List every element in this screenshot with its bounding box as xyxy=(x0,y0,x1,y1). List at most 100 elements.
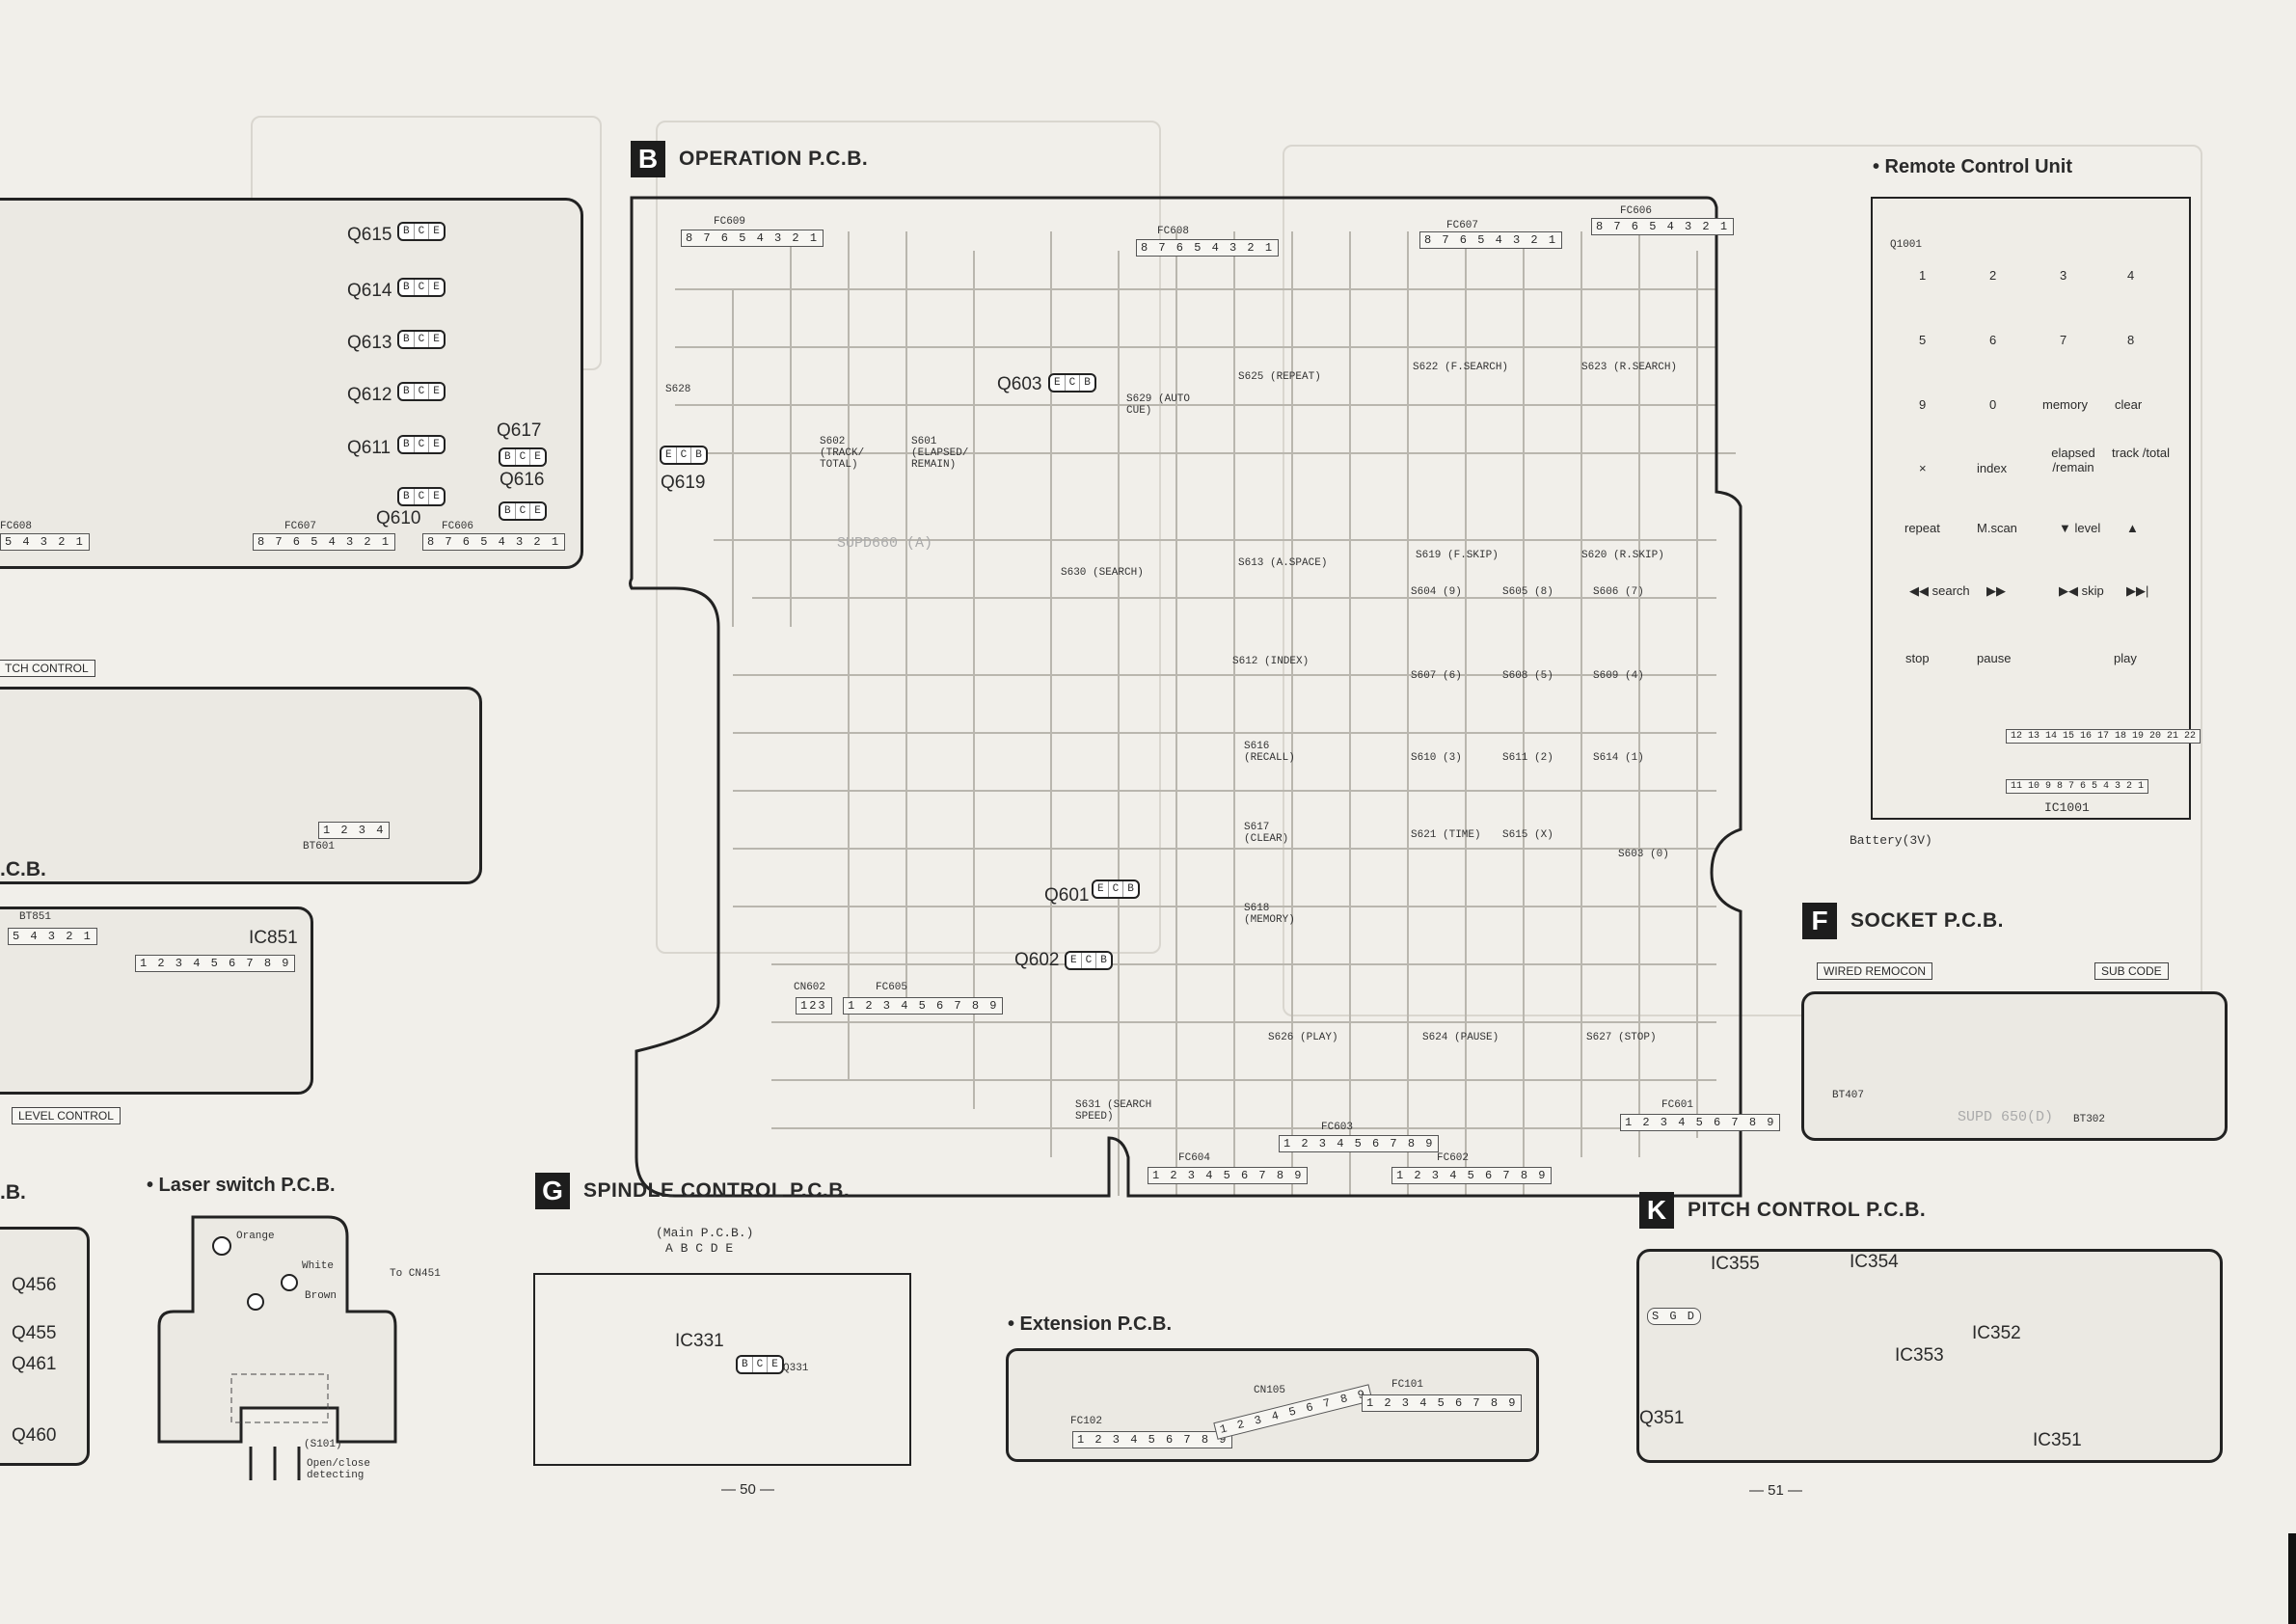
q615-label: Q615 xyxy=(347,225,392,245)
q460-label: Q460 xyxy=(12,1425,57,1446)
remote-ic-pins-top: 12 13 14 15 16 17 18 19 20 21 22 xyxy=(2006,729,2201,744)
section-f-header: F SOCKET P.C.B. xyxy=(1802,903,2004,939)
section-g-title: SPINDLE CONTROL P.C.B. xyxy=(583,1179,851,1202)
page-number-51: — 51 — xyxy=(1749,1482,1803,1499)
s603-label: S603 (0) xyxy=(1618,849,1669,860)
extension-title: • Extension P.C.B. xyxy=(1008,1313,1173,1335)
bt407-label: BT407 xyxy=(1832,1090,1865,1101)
remote-btn-pause: pause xyxy=(1977,651,2012,665)
q611-label: Q611 xyxy=(347,438,392,458)
s631-label: S631 (SEARCH SPEED) xyxy=(1075,1099,1152,1123)
remote-btn-track: track /total xyxy=(2112,446,2170,460)
section-f-title: SOCKET P.C.B. xyxy=(1850,909,2004,932)
level-control-tag: LEVEL CONTROL xyxy=(12,1107,121,1124)
q613-label: Q613 xyxy=(347,333,392,353)
ic331-label: IC331 xyxy=(675,1331,724,1351)
q614-label: Q614 xyxy=(347,281,392,301)
bt851-pins: 5 4 3 2 1 xyxy=(8,928,97,945)
section-g-header: G SPINDLE CONTROL P.C.B. xyxy=(535,1173,850,1209)
op-fc605-label: FC605 xyxy=(876,982,908,993)
remote-btn-memory: memory xyxy=(2042,397,2088,412)
q602-label: Q602 xyxy=(1014,950,1060,970)
s613-label: S613 (A.SPACE) xyxy=(1238,557,1328,569)
remote-title: • Remote Control Unit xyxy=(1873,156,2072,177)
left-lower-partial-board xyxy=(0,1227,90,1466)
remote-btn-stop: stop xyxy=(1905,651,1930,665)
remote-btn-level-down: ▼ level xyxy=(2059,521,2101,535)
remote-btn-2: 2 xyxy=(1989,268,1997,283)
s601-label: S601 (ELAPSED/ REMAIN) xyxy=(911,436,969,471)
section-b-title: OPERATION P.C.B. xyxy=(679,148,869,170)
remote-btn-index: index xyxy=(1977,461,2008,475)
remote-btn-5: 5 xyxy=(1919,333,1927,347)
spindle-board xyxy=(533,1273,911,1466)
remote-btn-mscan: M.scan xyxy=(1977,521,2017,535)
s611-label: S611 (2) xyxy=(1502,752,1553,764)
bt601-pins: 1 2 3 4 xyxy=(318,822,391,839)
section-f-letter: F xyxy=(1802,903,1837,939)
fc606-pins: 8 7 6 5 4 3 2 1 xyxy=(422,533,566,551)
wire-orange: Orange xyxy=(236,1231,275,1242)
op-fc604-label: FC604 xyxy=(1178,1152,1211,1164)
remote-btn-level-up: ▲ xyxy=(2126,521,2139,535)
remote-btn-1: 1 xyxy=(1919,268,1927,283)
op-fc608-label: FC608 xyxy=(1157,226,1190,237)
wire-brown: Brown xyxy=(305,1290,338,1302)
laser-switch-title: • Laser switch P.C.B. xyxy=(147,1175,336,1196)
fc608-pins: 5 4 3 2 1 xyxy=(0,533,90,551)
ghost-outline-2 xyxy=(656,121,1161,954)
ic352-label: IC352 xyxy=(1972,1323,2021,1343)
section-b-header: B OPERATION P.C.B. xyxy=(631,141,868,177)
s612-label: S612 (INDEX) xyxy=(1232,656,1310,667)
ic355-label: IC355 xyxy=(1711,1254,1760,1274)
q603-label: Q603 xyxy=(997,374,1042,394)
remote-btn-7: 7 xyxy=(2060,333,2067,347)
pitch-control-tag: TCH CONTROL xyxy=(0,660,95,677)
fc101-pins: 1 2 3 4 5 6 7 8 9 xyxy=(1362,1394,1523,1412)
s101-label: (S101) xyxy=(304,1439,342,1450)
abcde-label: A B C D E xyxy=(665,1241,734,1256)
cn602-label: CN602 xyxy=(794,982,826,993)
s615-label: S615 (X) xyxy=(1502,829,1553,841)
supd650-label: SUPD 650(D) xyxy=(1958,1109,2054,1125)
left-cb2-label: .B. xyxy=(0,1181,26,1204)
op-fc602-pins: 1 2 3 4 5 6 7 8 9 xyxy=(1391,1167,1553,1184)
op-fc601-label: FC601 xyxy=(1661,1099,1694,1111)
fc607-pins: 8 7 6 5 4 3 2 1 xyxy=(253,533,396,551)
ic351-label: IC351 xyxy=(2033,1430,2082,1450)
s623-label: S623 (R.SEARCH) xyxy=(1581,362,1678,373)
ic851-label: IC851 xyxy=(249,928,298,948)
s624-label: S624 (PAUSE) xyxy=(1422,1032,1499,1043)
open-close-note: Open/close detecting xyxy=(307,1458,371,1481)
wire-white: White xyxy=(302,1260,335,1272)
page-number-50: — 50 — xyxy=(721,1481,775,1498)
q619-label: Q619 xyxy=(661,473,706,493)
op-fc608-pins: 8 7 6 5 4 3 2 1 xyxy=(1136,239,1280,257)
s607-label: S607 (6) xyxy=(1411,670,1462,682)
op-fc603-pins: 1 2 3 4 5 6 7 8 9 xyxy=(1279,1135,1440,1152)
ic1001-label: IC1001 xyxy=(2044,800,2090,815)
remote-btn-x: × xyxy=(1919,461,1927,475)
left-cb-label: .C.B. xyxy=(0,858,46,880)
q331-label: Q331 xyxy=(783,1363,809,1374)
s602-label: S602 (TRACK/ TOTAL) xyxy=(820,436,865,471)
q617-label: Q617 xyxy=(497,420,542,441)
s610-label: S610 (3) xyxy=(1411,752,1462,764)
bt302-label: BT302 xyxy=(2073,1114,2106,1125)
fc608-label: FC608 xyxy=(0,521,33,532)
q601-label: Q601 xyxy=(1044,885,1090,906)
op-fc609-label: FC609 xyxy=(714,216,746,228)
s628-label: S628 xyxy=(665,384,691,395)
fc102-pins: 1 2 3 4 5 6 7 8 9 xyxy=(1072,1431,1233,1448)
q1001-label: Q1001 xyxy=(1890,239,1923,251)
s618-label: S618 (MEMORY) xyxy=(1244,903,1295,926)
to-cn451: To CN451 xyxy=(390,1268,441,1280)
bt851-label: BT851 xyxy=(19,911,52,923)
